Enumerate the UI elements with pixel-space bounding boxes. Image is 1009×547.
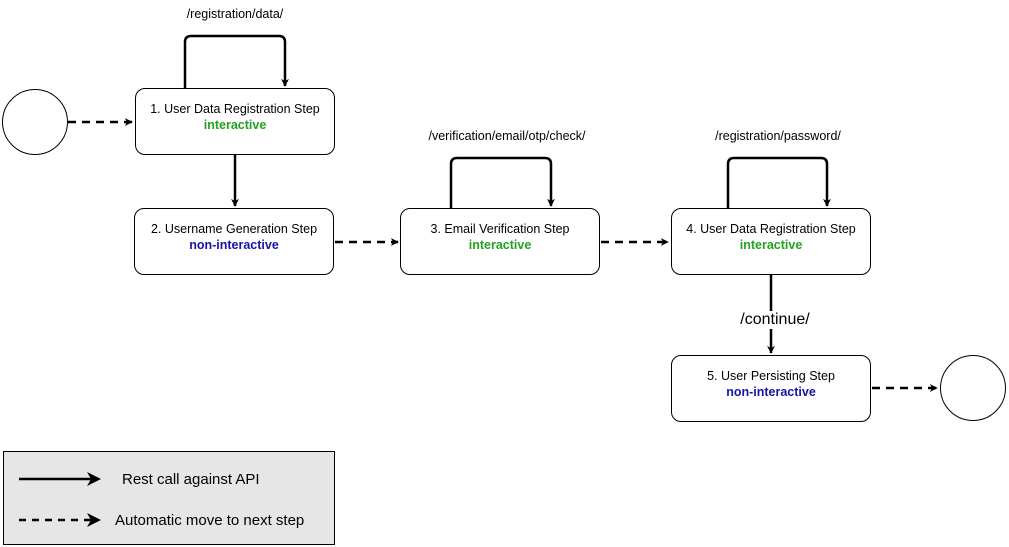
legend-solid-arrow-icon <box>19 472 101 486</box>
step-3-kind: interactive <box>468 238 532 252</box>
legend-dashed-arrow-icon <box>19 513 101 527</box>
step-2-title: 2. Username Generation Step <box>150 222 318 236</box>
legend-solid-label: Rest call against API <box>122 471 260 488</box>
edge-label-step4-to-step5: /continue/ <box>739 311 811 329</box>
step-4-box: 4. User Data Registration Step interacti… <box>671 208 871 275</box>
start-node <box>2 89 68 155</box>
edge-step3-loop <box>449 156 555 208</box>
step-1-title: 1. User Data Registration Step <box>150 102 320 116</box>
edge-label-step1-loop: /registration/data/ <box>186 7 284 21</box>
legend-dashed-label: Automatic move to next step <box>115 512 305 529</box>
legend: Rest call against API Automatic move to … <box>3 451 335 545</box>
step-2-kind: non-interactive <box>189 238 279 252</box>
end-node <box>940 355 1006 421</box>
step-5-kind: non-interactive <box>726 385 816 399</box>
edge-step4-loop <box>726 156 831 208</box>
step-4-kind: interactive <box>739 238 803 252</box>
step-1-kind: interactive <box>203 118 267 132</box>
edge-step1-loop <box>183 34 289 88</box>
step-5-box: 5. User Persisting Step non-interactive <box>671 355 871 422</box>
step-4-title: 4. User Data Registration Step <box>686 222 856 236</box>
edge-label-step4-loop: /registration/password/ <box>715 129 841 143</box>
step-3-title: 3. Email Verification Step <box>430 222 570 236</box>
step-2-box: 2. Username Generation Step non-interact… <box>134 208 334 275</box>
step-5-title: 5. User Persisting Step <box>707 369 835 383</box>
edge-label-step3-loop: /verification/email/otp/check/ <box>428 129 586 143</box>
step-1-box: 1. User Data Registration Step interacti… <box>135 88 335 155</box>
step-3-box: 3. Email Verification Step interactive <box>400 208 600 275</box>
